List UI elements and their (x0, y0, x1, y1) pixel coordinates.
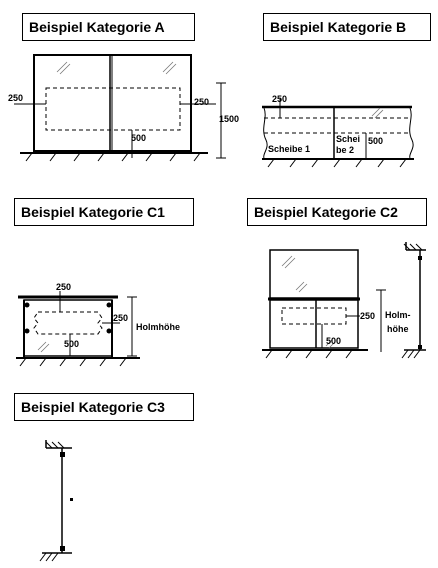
dim-c2-right: 250 (360, 311, 375, 321)
impact-zone-c2 (281, 307, 347, 325)
glass-edge-left-b (263, 107, 268, 159)
dim-c2-bottom: 500 (326, 336, 341, 346)
impact-zone-c1 (33, 311, 103, 335)
title-category-c3: Beispiel Kategorie C3 (14, 393, 194, 421)
title-category-c1: Beispiel Kategorie C1 (14, 198, 194, 226)
dim-c1-bottom: 500 (64, 339, 79, 349)
diagram-category-c1 (16, 291, 140, 367)
diagram-category-c3 (39, 440, 73, 562)
dim-a-left: 250 (8, 93, 23, 103)
label-b-pane1: Scheibe 1 (268, 144, 310, 154)
dim-b-top: 250 (272, 94, 287, 104)
diagram-category-c2 (262, 242, 426, 359)
title-category-c2: Beispiel Kategorie C2 (247, 198, 427, 226)
label-c2-rail-height-2: höhe (387, 324, 409, 334)
dim-b-right: 500 (368, 136, 383, 146)
lower-panel-c2 (269, 299, 359, 349)
label-b-pane2-line1: Schei (336, 134, 360, 144)
title-category-b: Beispiel Kategorie B (263, 13, 431, 41)
glass-reflection-marks (56, 61, 177, 75)
diagram-category-b (262, 98, 414, 168)
dim-a-height: 1500 (219, 114, 239, 124)
impact-zone-a (45, 87, 181, 131)
title-category-a: Beispiel Kategorie A (22, 13, 195, 41)
label-c2-rail-height-1: Holm- (385, 310, 411, 320)
upper-window-c2 (269, 249, 359, 299)
label-c1-rail-height: Holmhöhe (136, 322, 180, 332)
dim-a-right: 250 (194, 97, 209, 107)
label-b-pane2-line2: be 2 (336, 145, 354, 155)
glass-marker-c3 (70, 498, 73, 501)
dim-c1-right: 250 (113, 313, 128, 323)
glass-edge-right-b (409, 107, 414, 159)
dim-c1-top: 250 (56, 282, 71, 292)
dim-a-bottom: 500 (131, 133, 146, 143)
diagram-category-a (14, 54, 226, 162)
